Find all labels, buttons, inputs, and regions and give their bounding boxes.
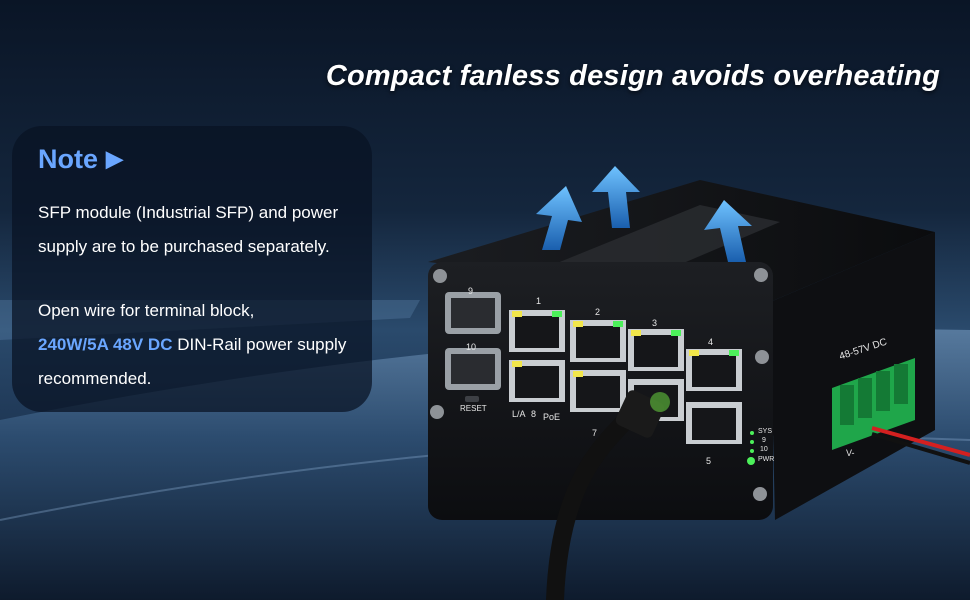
- port-label-4: 4: [708, 337, 714, 347]
- note-title-text: Note: [38, 144, 98, 174]
- note-paragraph-power: Open wire for terminal block, 240W/5A 48…: [38, 294, 368, 396]
- power-wire-black: [871, 432, 970, 465]
- screw-icon: [433, 269, 447, 283]
- rj45-port-row-top: [509, 310, 742, 391]
- play-arrow-icon: ▶: [106, 146, 123, 171]
- led-9: [750, 440, 754, 444]
- led-sys: [750, 431, 754, 435]
- screw-icon: [754, 268, 768, 282]
- note-box: Note ▶ SFP module (Industrial SFP) and po…: [12, 126, 372, 412]
- reset-button[interactable]: [465, 396, 479, 402]
- terminal-vminus-label: V-: [846, 448, 855, 458]
- port-label-7: 7: [592, 428, 598, 438]
- led-pwr: [747, 457, 755, 465]
- screw-icon: [753, 487, 767, 501]
- port-label-8: 8: [531, 409, 537, 419]
- ethernet-plug: [615, 390, 665, 438]
- airflow-arrows: [536, 166, 752, 262]
- port-label-1: 1: [536, 296, 542, 306]
- airflow-arrow-icon: [536, 186, 582, 250]
- led-label-9: 9: [762, 437, 766, 444]
- la-label: L/A: [512, 409, 526, 419]
- port-label-3: 3: [652, 318, 658, 328]
- led-label-pwr: PWR: [758, 456, 775, 463]
- device-side: [770, 232, 935, 520]
- airflow-arrow-icon: [592, 166, 640, 228]
- note-paragraph-purchase: SFP module (Industrial SFP) and power su…: [38, 203, 339, 256]
- poe-label: PoE: [543, 412, 561, 422]
- note-power-intro: Open wire for terminal block,: [38, 301, 255, 320]
- headline: Compact fanless design avoids overheatin…: [325, 60, 940, 92]
- power-wire-red: [871, 426, 970, 457]
- note-power-highlight: 240W/5A 48V DC: [38, 335, 173, 354]
- port-label-10: 10: [466, 342, 477, 352]
- led-label-sys: SYS: [758, 428, 773, 435]
- led-label-10: 10: [760, 446, 768, 453]
- reset-label: RESET: [460, 404, 487, 413]
- port-label-5: 5: [706, 456, 712, 466]
- led-10: [750, 449, 754, 453]
- note-power-rest: DIN-Rail power supply recommended.: [38, 335, 347, 388]
- screw-icon: [430, 405, 444, 419]
- note-title: Note ▶: [38, 144, 123, 175]
- screw-icon: [755, 350, 769, 364]
- airflow-arrow-icon: [704, 200, 752, 262]
- port-label-9: 9: [468, 286, 474, 296]
- port-label-2: 2: [595, 307, 601, 317]
